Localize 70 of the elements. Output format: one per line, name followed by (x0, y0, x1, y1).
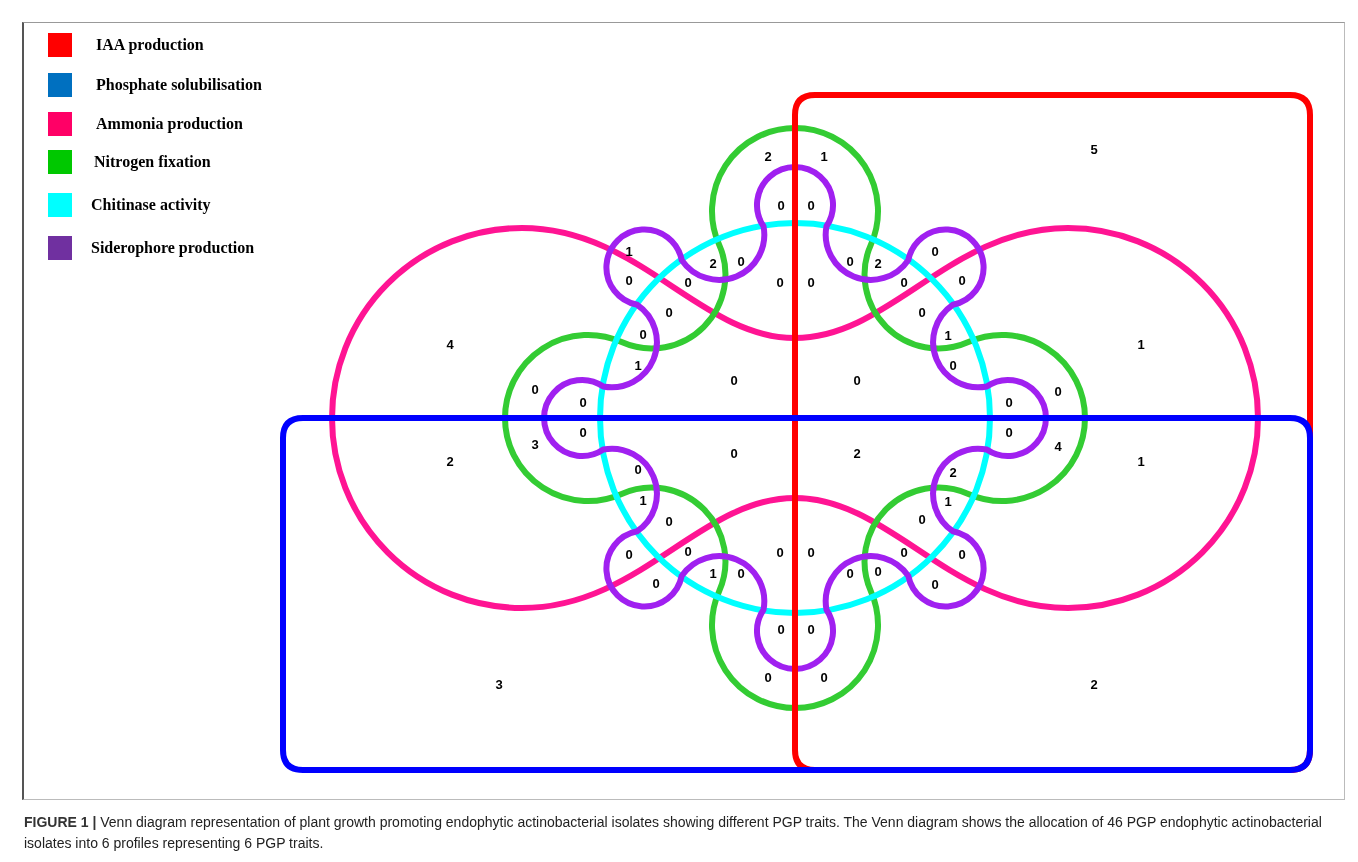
region-count: 0 (579, 396, 587, 410)
region-count: 1 (1137, 338, 1145, 352)
region-count: 0 (730, 374, 738, 388)
legend-label: Ammonia production (96, 114, 243, 134)
region-count: 0 (958, 274, 966, 288)
region-count: 0 (846, 255, 854, 269)
region-count: 0 (777, 623, 785, 637)
region-count: 4 (446, 338, 454, 352)
region-count: 0 (1005, 426, 1013, 440)
region-count: 1 (1137, 455, 1145, 469)
region-count: 0 (958, 548, 966, 562)
region-count: 0 (807, 546, 815, 560)
figure-caption: FIGURE 1 | Venn diagram representation of plant growth promoting endophytic actinobacterial isolates showing different PGP traits. The Venn diagram shows the allocation of 46 PGP endophytic actinobacterial isolates into 6 profiles representing 6 PGP traits. (24, 813, 1323, 853)
region-count: 0 (1054, 385, 1062, 399)
region-count: 0 (764, 671, 772, 685)
region-count: 0 (918, 513, 926, 527)
region-count: 0 (684, 276, 692, 290)
region-count: 2 (709, 257, 717, 271)
region-count: 0 (1005, 396, 1013, 410)
region-count: 2 (446, 455, 454, 469)
legend-label: Chitinase activity (91, 195, 211, 215)
region-count: 2 (764, 150, 772, 164)
region-count: 4 (1054, 440, 1062, 454)
region-count: 0 (639, 328, 647, 342)
region-count: 0 (807, 276, 815, 290)
region-count: 0 (684, 545, 692, 559)
region-count: 0 (918, 306, 926, 320)
region-count: 0 (820, 671, 828, 685)
region-count: 0 (807, 199, 815, 213)
region-count: 3 (531, 438, 539, 452)
legend-label: Phosphate solubilisation (96, 75, 262, 95)
region-count: 0 (931, 578, 939, 592)
region-count: 0 (777, 199, 785, 213)
region-count: 1 (709, 567, 717, 581)
region-count: 2 (853, 447, 861, 461)
region-count: 0 (665, 306, 673, 320)
region-count: 0 (931, 245, 939, 259)
region-count: 0 (853, 374, 861, 388)
region-count: 0 (625, 548, 633, 562)
region-count: 0 (579, 426, 587, 440)
region-count: 0 (776, 276, 784, 290)
region-count: 2 (874, 257, 882, 271)
region-count: 0 (900, 276, 908, 290)
region-count: 1 (944, 495, 952, 509)
legend-label: IAA production (96, 35, 204, 55)
region-count: 0 (531, 383, 539, 397)
region-count: 0 (737, 567, 745, 581)
region-count: 2 (1090, 678, 1098, 692)
region-count: 1 (639, 494, 647, 508)
legend-label: Siderophore production (91, 238, 255, 258)
region-count: 0 (900, 546, 908, 560)
region-count: 0 (625, 274, 633, 288)
region-count: 0 (776, 546, 784, 560)
region-count: 2 (949, 466, 957, 480)
region-count: 3 (495, 678, 503, 692)
region-count: 1 (625, 245, 633, 259)
region-count: 0 (846, 567, 854, 581)
region-count: 0 (665, 515, 673, 529)
region-count: 0 (737, 255, 745, 269)
region-count: 0 (730, 447, 738, 461)
region-count: 0 (874, 565, 882, 579)
region-count: 0 (949, 359, 957, 373)
region-count: 1 (820, 150, 828, 164)
region-count: 0 (652, 577, 660, 591)
region-count: 0 (807, 623, 815, 637)
legend-label: Nitrogen fixation (94, 152, 211, 172)
region-count: 1 (634, 359, 642, 373)
region-count: 5 (1090, 143, 1098, 157)
region-count: 0 (634, 463, 642, 477)
region-count: 1 (944, 329, 952, 343)
